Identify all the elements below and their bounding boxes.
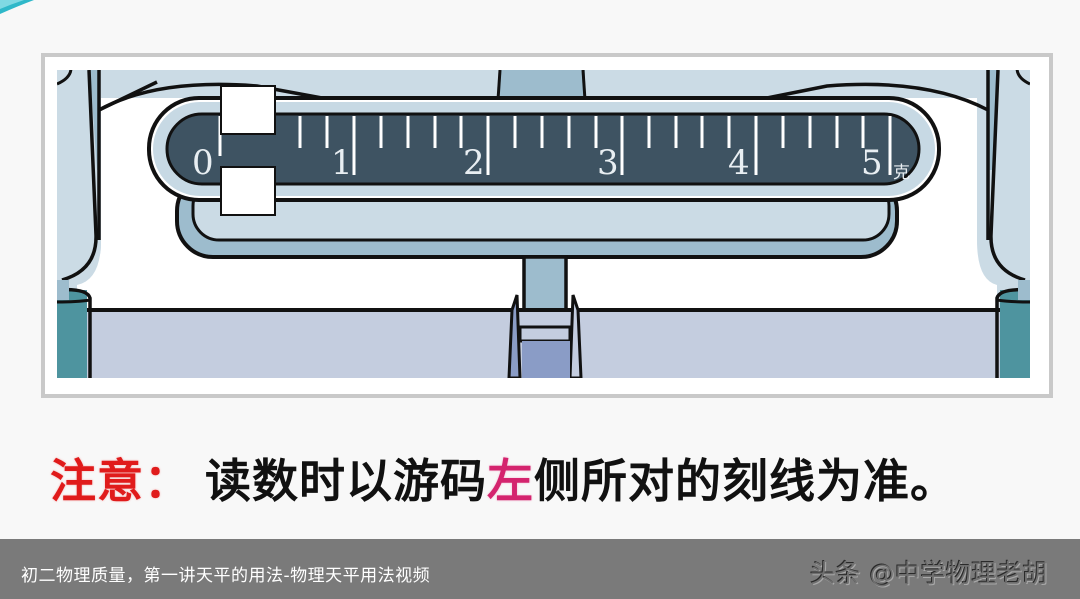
note-body-after: 侧所对的刻线为准。 — [534, 454, 957, 508]
ruler-labels: 0 1 2 3 4 5 克 — [192, 143, 910, 183]
watermark: 头条 @中学物理老胡 — [810, 559, 1048, 588]
video-title: 初二物理质量，第一讲天平的用法-物理天平用法视频 — [21, 566, 431, 586]
svg-text:4: 4 — [728, 143, 750, 183]
balance-beam-illustration: 0 1 2 3 4 5 克 — [57, 70, 1030, 378]
note-highlight: 左 — [487, 454, 534, 508]
svg-text:1: 1 — [331, 143, 353, 183]
svg-text:5: 5 — [861, 143, 883, 183]
rider-bottom — [220, 166, 276, 216]
svg-text:2: 2 — [463, 143, 485, 183]
svg-text:克: 克 — [893, 163, 910, 183]
svg-text:0: 0 — [192, 143, 214, 183]
note-body-before: 读数时以游码 — [205, 454, 487, 508]
balance-scale-figure: 0 1 2 3 4 5 克 — [57, 70, 1030, 378]
corner-decoration — [0, 0, 34, 14]
note-text: 注意： 读数时以游码 左 侧所对的刻线为准。 — [50, 448, 957, 508]
svg-text:3: 3 — [597, 143, 619, 183]
note-label: 注意： — [50, 454, 191, 508]
caption-bar: 初二物理质量，第一讲天平的用法-物理天平用法视频 头条 @中学物理老胡 — [0, 539, 1080, 599]
rider-top — [220, 85, 276, 135]
